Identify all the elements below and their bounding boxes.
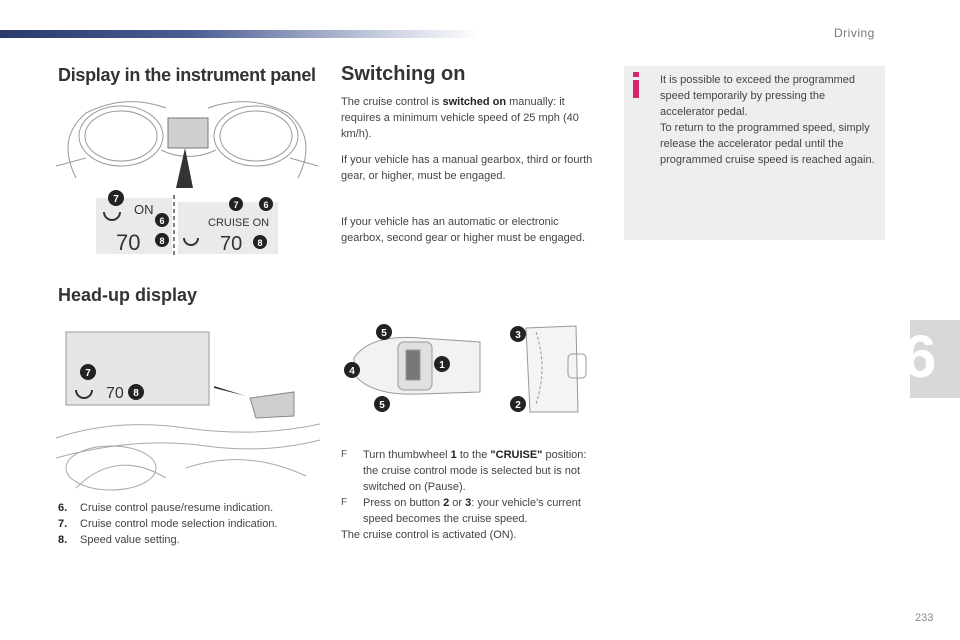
cruise-stalk-illustration: 5 4 5 1 (344, 324, 481, 412)
callout-3: 3 (515, 330, 521, 341)
callout-5b: 5 (379, 400, 385, 411)
speedometer-icon (183, 237, 199, 246)
svg-text:7: 7 (85, 368, 91, 379)
switching-on-title: Switching on (341, 63, 466, 85)
instruction-item: F Turn thumbwheel 1 to the "CRUISE" posi… (341, 449, 587, 493)
svg-text:6: 6 (159, 216, 164, 226)
hud-illustration: 7 70 8 (56, 331, 320, 491)
callout-5: 5 (381, 328, 387, 339)
legend-item: 6. Cruise control pause/resume indicatio… (58, 502, 274, 514)
chapter-tab (910, 320, 960, 398)
callout-1: 1 (439, 360, 445, 371)
chapter-number: 6 (903, 323, 937, 390)
svg-text:70: 70 (106, 385, 124, 402)
bullet-icon: F (341, 449, 348, 460)
svg-text:8: 8 (133, 388, 139, 399)
switching-paragraph-1: The cruise control is switched on manual… (341, 96, 579, 140)
svg-text:70: 70 (220, 233, 242, 255)
switching-paragraph-3: If your vehicle has an automatic or elec… (341, 216, 585, 244)
status-on: ON (134, 202, 154, 217)
instruction-closing: The cruise control is activated (ON). (341, 529, 517, 541)
legend-list: 6. Cruise control pause/resume indicatio… (58, 500, 328, 548)
speed-value: 70 (116, 230, 140, 255)
info-icon (633, 72, 639, 98)
bullet-icon: F (341, 497, 348, 508)
svg-text:8: 8 (257, 238, 262, 248)
instructions: F Turn thumbwheel 1 to the "CRUISE" posi… (341, 447, 603, 543)
legend-item: 7. Cruise control mode selection indicat… (58, 518, 278, 530)
pedal-illustration: 3 2 (510, 325, 587, 413)
instrument-panel-illustration (56, 101, 318, 188)
display-panel-title: Display in the instrument panel (58, 65, 316, 85)
hud-title: Head-up display (58, 285, 198, 305)
legend-item: 8. Speed value setting. (58, 534, 180, 546)
callout-4: 4 (349, 366, 355, 377)
status-cruise-on: CRUISE ON (208, 217, 269, 229)
header-gradient-bar (0, 30, 480, 38)
info-text: It is possible to exceed the programmed … (660, 74, 875, 166)
page-number: 233 (915, 612, 934, 624)
screen-cruise-on-full: 7 6 CRUISE ON 70 8 (178, 197, 278, 255)
speedometer-icon (75, 389, 93, 399)
info-box (624, 66, 885, 240)
instruction-item: F Press on button 2 or 3: your vehicle's… (341, 497, 581, 525)
speedometer-icon (103, 211, 121, 221)
svg-text:8: 8 (159, 236, 164, 246)
section-label: Driving (834, 26, 875, 40)
callout-7: 7 (113, 194, 119, 205)
svg-text:7: 7 (233, 200, 238, 210)
switching-paragraph-2: If your vehicle has a manual gearbox, th… (341, 154, 593, 182)
svg-text:6: 6 (263, 200, 268, 210)
screen-cruise-on: 7 ON 6 70 8 (96, 190, 172, 255)
callout-2: 2 (515, 400, 521, 411)
divider-dashed (173, 195, 175, 255)
